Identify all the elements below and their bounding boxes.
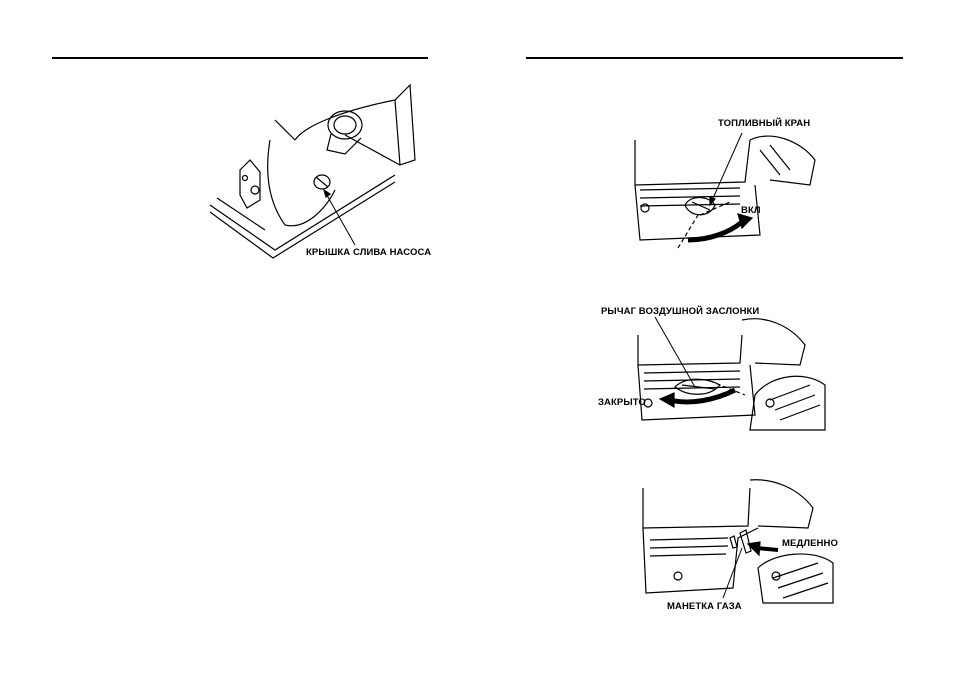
fuel-valve-label: ТОПЛИВНЫЙ КРАН [718, 118, 810, 129]
choke-lever-label: РЫЧАГ ВОЗДУШНОЙ ЗАСЛОНКИ [601, 306, 759, 317]
choke-lever-illustration [630, 315, 830, 430]
throttle-lever-label: МАНЕТКА ГАЗА [667, 601, 742, 612]
on-label: ВКЛ [741, 205, 761, 216]
pump-drain-illustration [205, 80, 435, 260]
closed-label: ЗАКРЫТО [598, 397, 646, 408]
header-rule-left [52, 57, 428, 59]
slow-label: МЕДЛЕННО [782, 538, 838, 549]
fuel-valve-illustration [630, 130, 830, 260]
pump-drain-cap-label: КРЫШКА СЛИВА НАСОСА [306, 247, 431, 258]
header-rule-right [526, 57, 903, 59]
